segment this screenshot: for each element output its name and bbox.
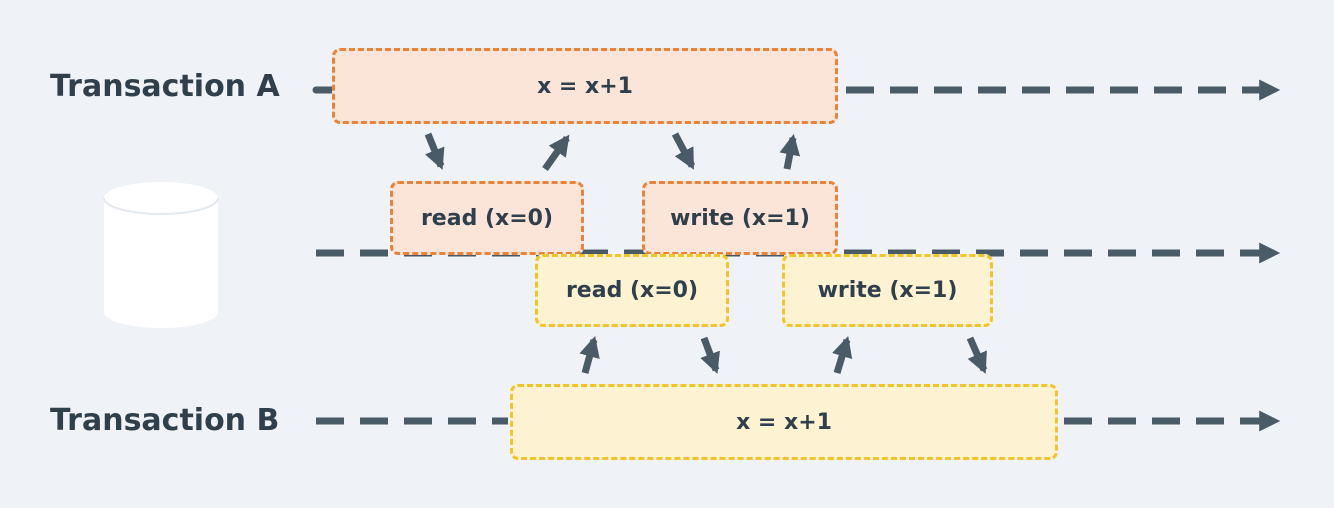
transaction-a-operation: x = x+1: [332, 48, 838, 124]
arrow-a-to-write: [671, 132, 696, 170]
database-cylinder-icon: [103, 182, 219, 328]
arrow-write-to-a: [779, 133, 801, 170]
transaction-a-label: Transaction A: [50, 69, 280, 104]
transaction-a-write-step: write (x=1): [642, 181, 838, 255]
transaction-b-write-step: write (x=1): [782, 254, 993, 327]
arrow-a-to-read: [424, 132, 445, 170]
arrow-write-to-b: [832, 335, 853, 375]
transaction-b-operation-text: x = x+1: [736, 409, 832, 435]
arrow-b-to-write: [966, 336, 988, 374]
transaction-b-read-step: read (x=0): [535, 254, 729, 327]
arrow-read-to-a: [542, 134, 570, 172]
transaction-a-operation-text: x = x+1: [537, 73, 633, 99]
transaction-b-label: Transaction B: [50, 403, 280, 438]
transaction-a-read-text: read (x=0): [420, 205, 554, 231]
transaction-a-write-text: write (x=1): [670, 205, 810, 231]
arrow-b-to-read: [700, 336, 720, 374]
transaction-b-operation: x = x+1: [510, 384, 1058, 460]
transaction-a-read-step: read (x=0): [390, 181, 584, 255]
arrow-read-to-b: [579, 335, 600, 374]
transaction-b-read-text: read (x=0): [565, 278, 699, 303]
transaction-b-write-text: write (x=1): [817, 278, 958, 303]
